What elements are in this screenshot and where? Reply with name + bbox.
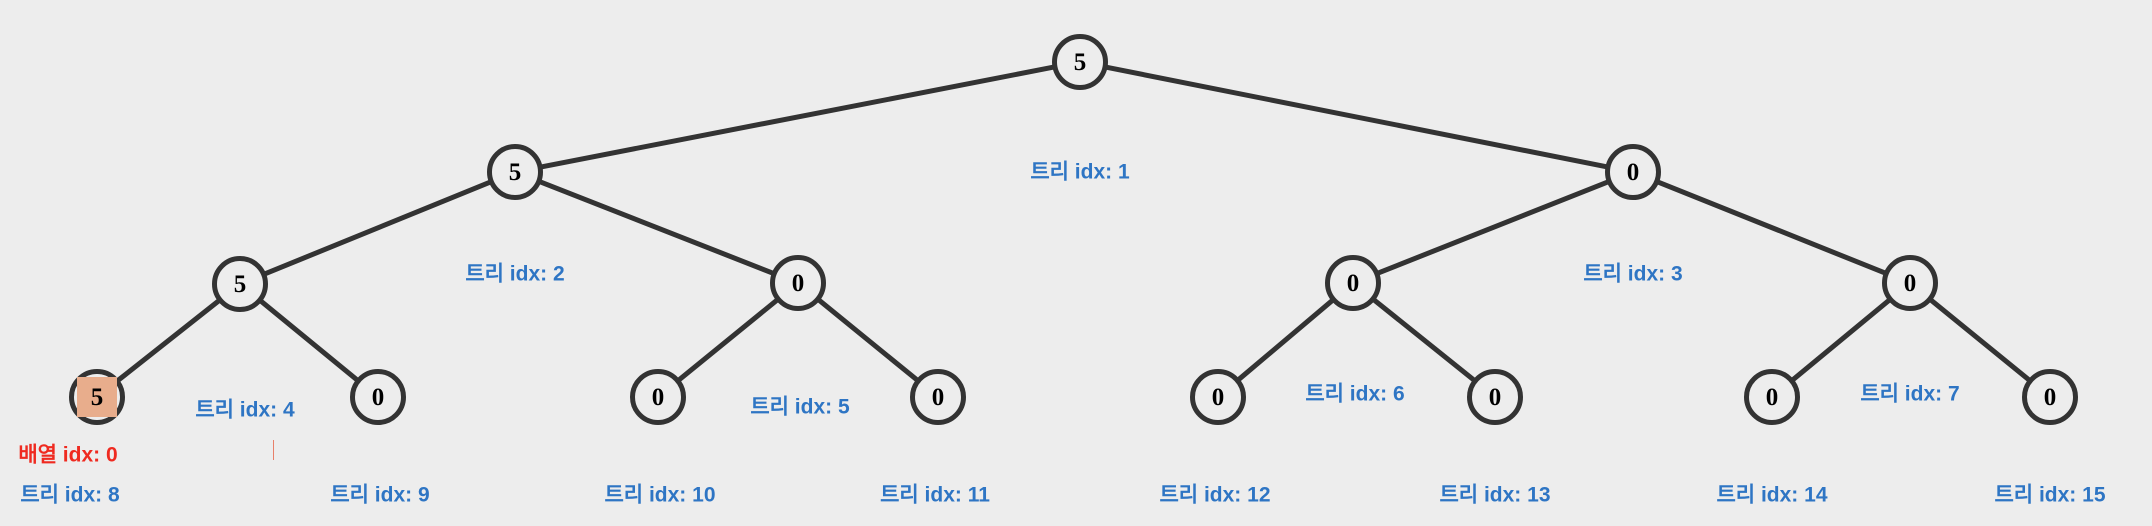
tree-node-1[interactable]: 5 [1052,34,1108,90]
tree-index-label: 트리 idx: 8 [20,483,120,507]
tree-edge [538,179,775,276]
tree-edge [817,298,919,382]
tree-index-label: 트리 idx: 4 [195,398,295,422]
tree-edge [116,298,221,383]
tree-node-3[interactable]: 0 [1605,144,1661,200]
tree-index-label: 트리 idx: 5 [750,395,850,419]
tree-node-value: 0 [1903,269,1917,297]
tree-index-label: 트리 idx: 12 [1159,483,1271,507]
tree-edge [259,299,359,382]
tree-node-6[interactable]: 0 [1325,255,1381,311]
tree-edge [1236,298,1335,382]
tree-node-13[interactable]: 0 [1467,369,1523,425]
tree-edge [1929,298,2031,382]
tree-node-2[interactable]: 5 [487,144,543,200]
tree-node-14[interactable]: 0 [1744,369,1800,425]
tree-edge [677,298,779,382]
tree-node-value: 0 [1346,269,1360,297]
tree-node-11[interactable]: 0 [910,369,966,425]
tree-edge [539,64,1056,170]
tree-node-value: 0 [791,269,805,297]
tree-index-label: 트리 idx: 9 [330,483,430,507]
node-highlight-rect [77,377,117,417]
tree-index-label: 트리 idx: 13 [1439,483,1551,507]
tree-node-10[interactable]: 0 [630,369,686,425]
tree-node-7[interactable]: 0 [1882,255,1938,311]
tree-node-9[interactable]: 0 [350,369,406,425]
tree-edge [1376,179,1610,276]
tree-index-label: 트리 idx: 2 [465,262,565,286]
tree-edge [1791,298,1891,382]
tick-mark [273,440,274,460]
tree-node-value: 0 [1626,158,1640,186]
tree-edge [1372,298,1476,382]
tree-edge [263,180,492,276]
tree-node-4[interactable]: 5 [212,256,268,312]
tree-node-8[interactable]: 5 [69,369,125,425]
tree-index-label: 트리 idx: 10 [604,483,716,507]
tree-node-value: 0 [1765,383,1779,411]
tree-node-value: 0 [371,383,385,411]
tree-index-label: 트리 idx: 11 [880,483,990,507]
tree-node-value: 0 [651,383,665,411]
tree-node-value: 5 [233,270,247,298]
tree-node-value: 0 [2043,383,2057,411]
tree-node-value: 0 [1211,383,1225,411]
tree-index-label: 트리 idx: 1 [1030,160,1130,184]
tree-index-label: 트리 idx: 15 [1994,483,2106,507]
tree-node-12[interactable]: 0 [1190,369,1246,425]
tree-edge [1656,179,1887,276]
tree-index-label: 트리 idx: 3 [1583,262,1683,286]
tree-node-15[interactable]: 0 [2022,369,2078,425]
tree-node-value: 0 [931,383,945,411]
tree-index-label: 트리 idx: 7 [1860,382,1960,406]
tree-node-5[interactable]: 0 [770,255,826,311]
tree-node-value: 5 [508,158,522,186]
tree-edge [1104,64,1609,170]
tree-index-label: 트리 idx: 14 [1716,483,1828,507]
array-index-label: 배열 idx: 0 [18,443,118,467]
tree-index-label: 트리 idx: 6 [1305,382,1405,406]
tree-node-value: 5 [90,383,104,411]
tree-node-value: 0 [1488,383,1502,411]
tree-node-value: 5 [1073,48,1087,76]
